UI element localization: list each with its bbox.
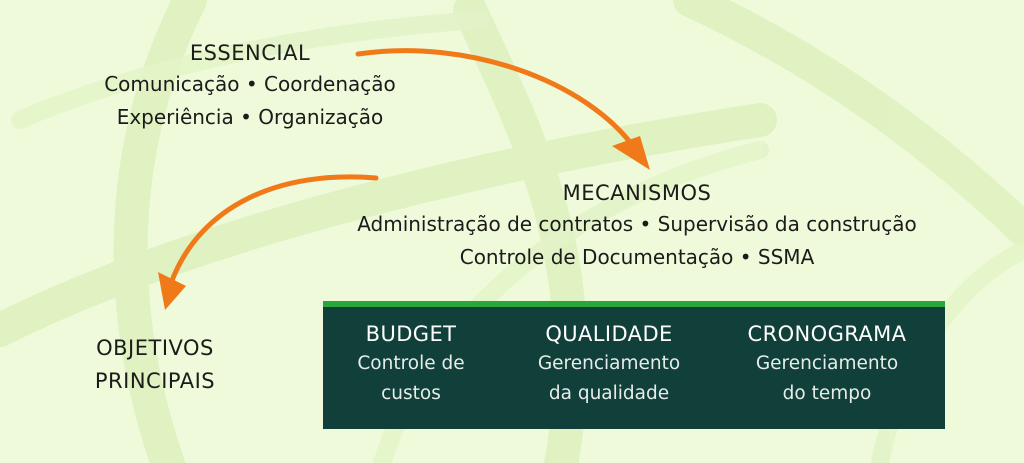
qualidade-line-1: Gerenciamento xyxy=(537,353,681,374)
objetivos-title-line-1: OBJETIVOS xyxy=(96,336,214,360)
objetivos-block: OBJETIVOS PRINCIPAIS xyxy=(60,332,250,398)
mecanismos-line-1: Administração de contratos • Supervisão … xyxy=(357,212,917,236)
budget-column: BUDGET Controle de custos xyxy=(323,319,499,409)
arrowhead-mecanismos xyxy=(612,136,650,170)
cronograma-line-1: Gerenciamento xyxy=(755,353,899,374)
qualidade-column: QUALIDADE Gerenciamento da qualidade xyxy=(511,319,707,409)
qualidade-line-2: da qualidade xyxy=(548,383,670,404)
mecanismos-title: MECANISMOS xyxy=(562,181,712,205)
cronograma-title: CRONOGRAMA xyxy=(747,322,907,346)
essencial-title: ESSENCIAL xyxy=(189,41,311,65)
essencial-line-2: Experiência • Organização xyxy=(116,105,384,129)
essencial-block: ESSENCIAL Comunicação • Coordenação Expe… xyxy=(60,38,440,134)
essencial-line-1: Comunicação • Coordenação xyxy=(104,72,396,96)
mecanismos-block: MECANISMOS Administração de contratos • … xyxy=(322,178,952,274)
budget-line-2: custos xyxy=(381,383,441,404)
arrow-essencial-to-mecanismos xyxy=(355,48,636,149)
cronograma-column: CRONOGRAMA Gerenciamento do tempo xyxy=(721,319,933,409)
arrowhead-objetivos xyxy=(158,272,186,310)
mecanismos-line-2: Controle de Documentação • SSMA xyxy=(459,245,815,269)
budget-title: BUDGET xyxy=(365,322,457,346)
objetivos-title-line-2: PRINCIPAIS xyxy=(94,369,216,393)
arrow-mecanismos-to-objetivos xyxy=(168,174,379,286)
objectives-panel: BUDGET Controle de custos QUALIDADE Gere… xyxy=(323,301,945,429)
cronograma-line-2: do tempo xyxy=(782,383,872,404)
budget-line-1: Controle de xyxy=(357,353,465,374)
qualidade-title: QUALIDADE xyxy=(545,322,673,346)
